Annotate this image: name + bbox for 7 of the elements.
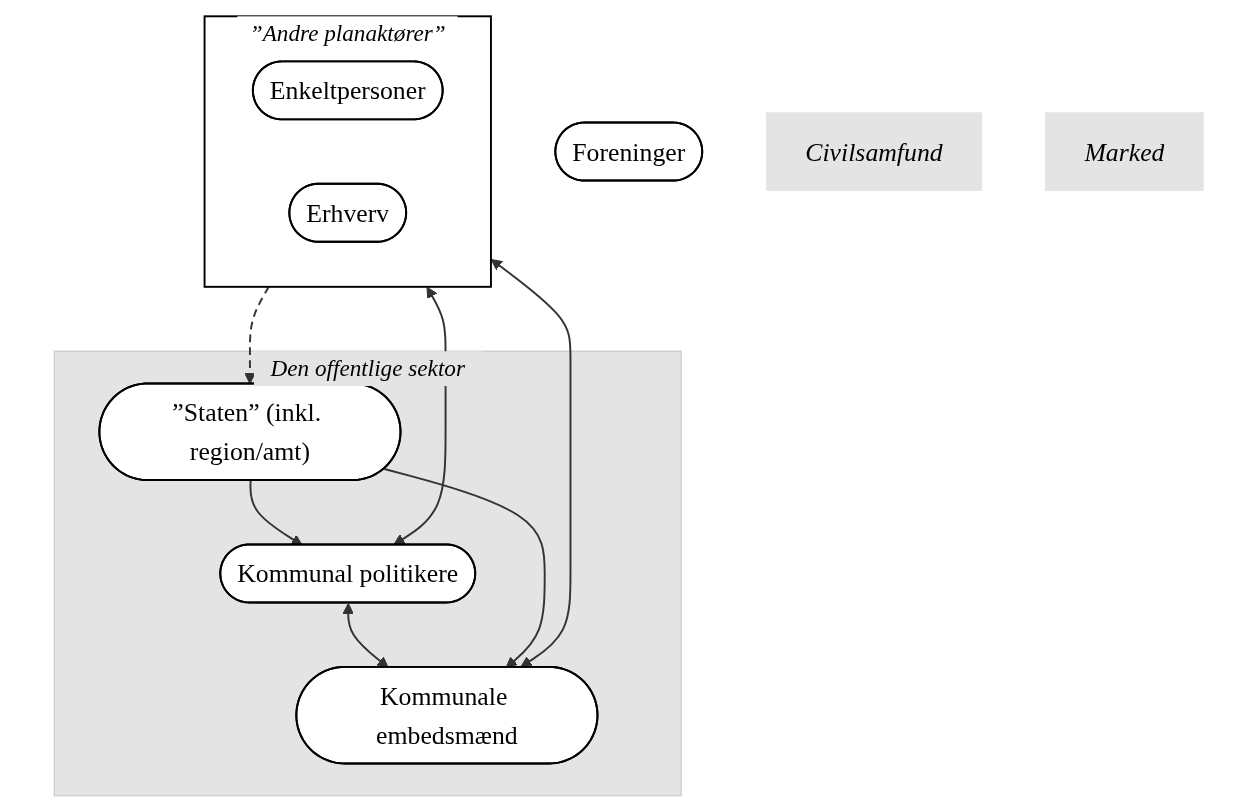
arrow: [490, 259, 572, 668]
node-box: Civilsamfund: [765, 112, 982, 191]
arrow: [383, 468, 546, 668]
node-box: Marked: [1044, 112, 1204, 191]
arrow: [244, 285, 270, 384]
arrow: [249, 479, 303, 546]
arrow: [342, 603, 389, 668]
